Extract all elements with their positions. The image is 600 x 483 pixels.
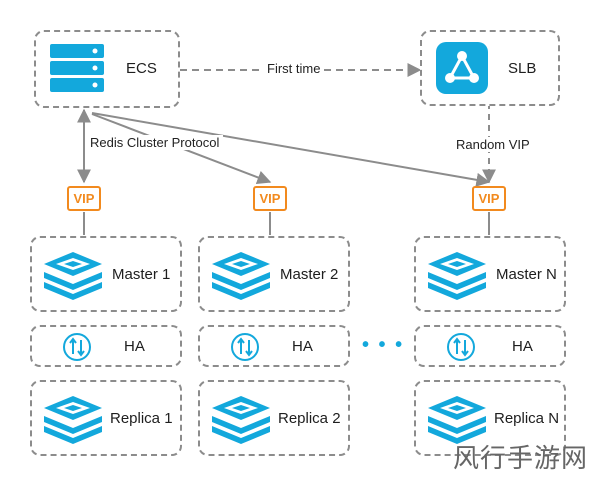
redis-icon [212, 396, 270, 444]
master-node-2: Master 2 [198, 236, 350, 312]
ecs-to-vipn-line [91, 112, 491, 187]
ha-switch-icon [231, 333, 259, 361]
load-balancer-icon [436, 42, 488, 94]
redis-icon [44, 252, 102, 300]
slb-label: SLB [508, 60, 537, 77]
random-vip-label: Random VIP [452, 137, 534, 152]
ha-label-n: HA [512, 338, 533, 355]
vip-badge-2: VIP [253, 186, 287, 211]
ha-label-2: HA [292, 338, 313, 355]
master-label-2: Master 2 [280, 266, 339, 283]
replica-node-1: Replica 1 [30, 380, 182, 456]
ellipsis-dots: • • • [362, 334, 405, 356]
ha-switch-icon [63, 333, 91, 361]
replica-node-n: Replica N [414, 380, 566, 456]
master-node-n: Master N [414, 236, 566, 312]
site-watermark: 风行手游网 [452, 444, 588, 474]
redis-protocol-label: Redis Cluster Protocol [86, 135, 224, 150]
ha-label-1: HA [124, 338, 145, 355]
ha-node-1: HA [30, 325, 182, 367]
ha-node-2: HA [198, 325, 350, 367]
master-label-1: Master 1 [112, 266, 171, 283]
replica-node-2: Replica 2 [198, 380, 350, 456]
first-time-label: First time [263, 61, 325, 76]
replica-label-n: Replica N [494, 410, 560, 427]
replica-label-1: Replica 1 [110, 410, 173, 427]
vip-badge-1: VIP [67, 186, 101, 211]
master-node-1: Master 1 [30, 236, 182, 312]
ecs-label: ECS [126, 60, 157, 77]
redis-icon [428, 396, 486, 444]
ha-switch-icon [447, 333, 475, 361]
master-label-n: Master N [496, 266, 557, 283]
redis-icon [428, 252, 486, 300]
redis-icon [44, 396, 102, 444]
server-icon [50, 44, 104, 92]
redis-icon [212, 252, 270, 300]
vip-badge-n: VIP [472, 186, 506, 211]
ha-node-n: HA [414, 325, 566, 367]
replica-label-2: Replica 2 [278, 410, 341, 427]
slb-node: SLB [420, 30, 560, 106]
ecs-node: ECS [34, 30, 180, 108]
